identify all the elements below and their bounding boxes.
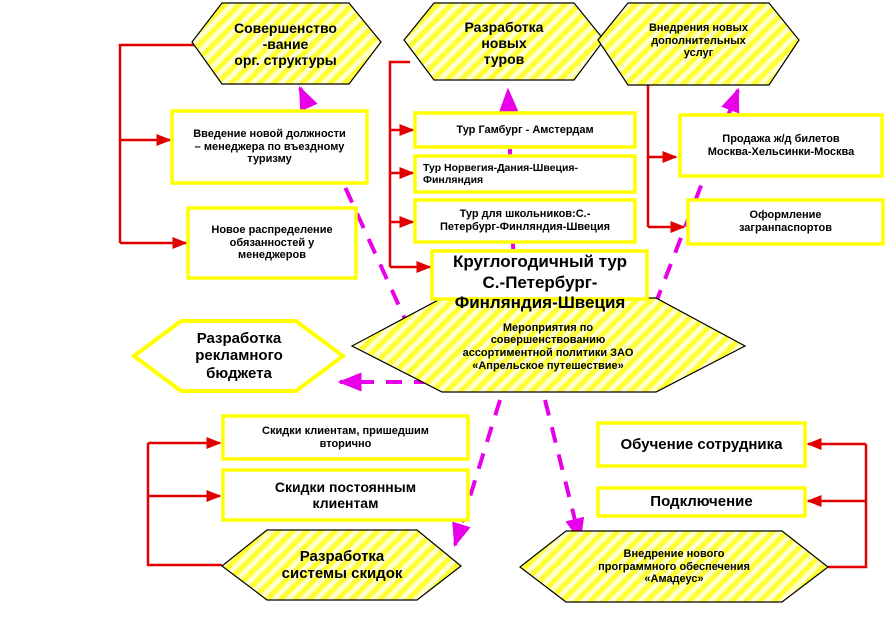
box-hamburg bbox=[413, 111, 637, 149]
hex-software bbox=[519, 530, 829, 603]
discounts-label: Разработка системы скидок bbox=[281, 547, 403, 582]
new-services-label: Внедрения новых дополнительных услуг bbox=[648, 22, 749, 60]
box-year-round bbox=[430, 249, 649, 301]
box-repeat-clients bbox=[221, 414, 470, 461]
students-label: Тур для школьников:С.- Петербург-Финлянд… bbox=[439, 208, 611, 233]
red-connectors bbox=[118, 43, 868, 569]
center-label: Мероприятия по совершенствованию ассорти… bbox=[462, 321, 634, 372]
box-loyal-clients bbox=[221, 468, 470, 522]
hex-discounts bbox=[221, 529, 462, 601]
box-redistribution bbox=[186, 206, 358, 280]
loyal-clients-label: Скидки постоянным клиентам bbox=[274, 478, 417, 511]
hexagons bbox=[130, 2, 829, 603]
tours-trunk bbox=[388, 60, 410, 267]
hex-ad-budget bbox=[130, 319, 347, 393]
norway-label: Тур Норвегия-Дания-Швеция- Финляндия bbox=[423, 161, 579, 186]
box-norway bbox=[413, 154, 637, 194]
connection-label: Подключение bbox=[650, 493, 753, 511]
new-tours-label: Разработка новых туров bbox=[464, 18, 544, 68]
software-label: Внедрение нового программного обеспечени… bbox=[598, 548, 750, 586]
arrow-to-services bbox=[653, 87, 740, 306]
redistribution-label: Новое распределение обязанностей у менед… bbox=[211, 224, 333, 262]
box-passports bbox=[686, 198, 885, 246]
hamburg-label: Тур Гамбург - Амстердам bbox=[456, 123, 594, 136]
year-round-label: Круглогодичный тур С.-Петербург- Финлянд… bbox=[452, 252, 628, 313]
box-new-position bbox=[170, 109, 369, 185]
ad-budget-label: Разработка рекламного бюджета bbox=[195, 330, 283, 382]
new-position-label: Введение новой должности – менеджера по … bbox=[193, 128, 346, 166]
passports-label: Оформление загранпаспортов bbox=[738, 209, 833, 234]
box-connection bbox=[596, 486, 807, 518]
box-training bbox=[596, 421, 807, 468]
box-railway bbox=[678, 113, 884, 178]
hex-new-services bbox=[597, 2, 800, 86]
arrow-to-software bbox=[543, 399, 585, 543]
railway-label: Продажа ж/д билетов Москва-Хельсинки-Мос… bbox=[707, 132, 855, 158]
training-label: Обучение сотрудника bbox=[620, 435, 783, 453]
box-students bbox=[413, 198, 637, 244]
software-trunk bbox=[828, 444, 868, 569]
hex-org-structure bbox=[191, 2, 382, 85]
org-structure-label: Совершенство -вание орг. структуры bbox=[234, 19, 337, 69]
org-trunk bbox=[118, 43, 195, 243]
boxes bbox=[170, 109, 885, 522]
repeat-clients-label: Скидки клиентам, пришедшим вторично bbox=[262, 424, 429, 450]
discounts-trunk bbox=[146, 443, 222, 567]
